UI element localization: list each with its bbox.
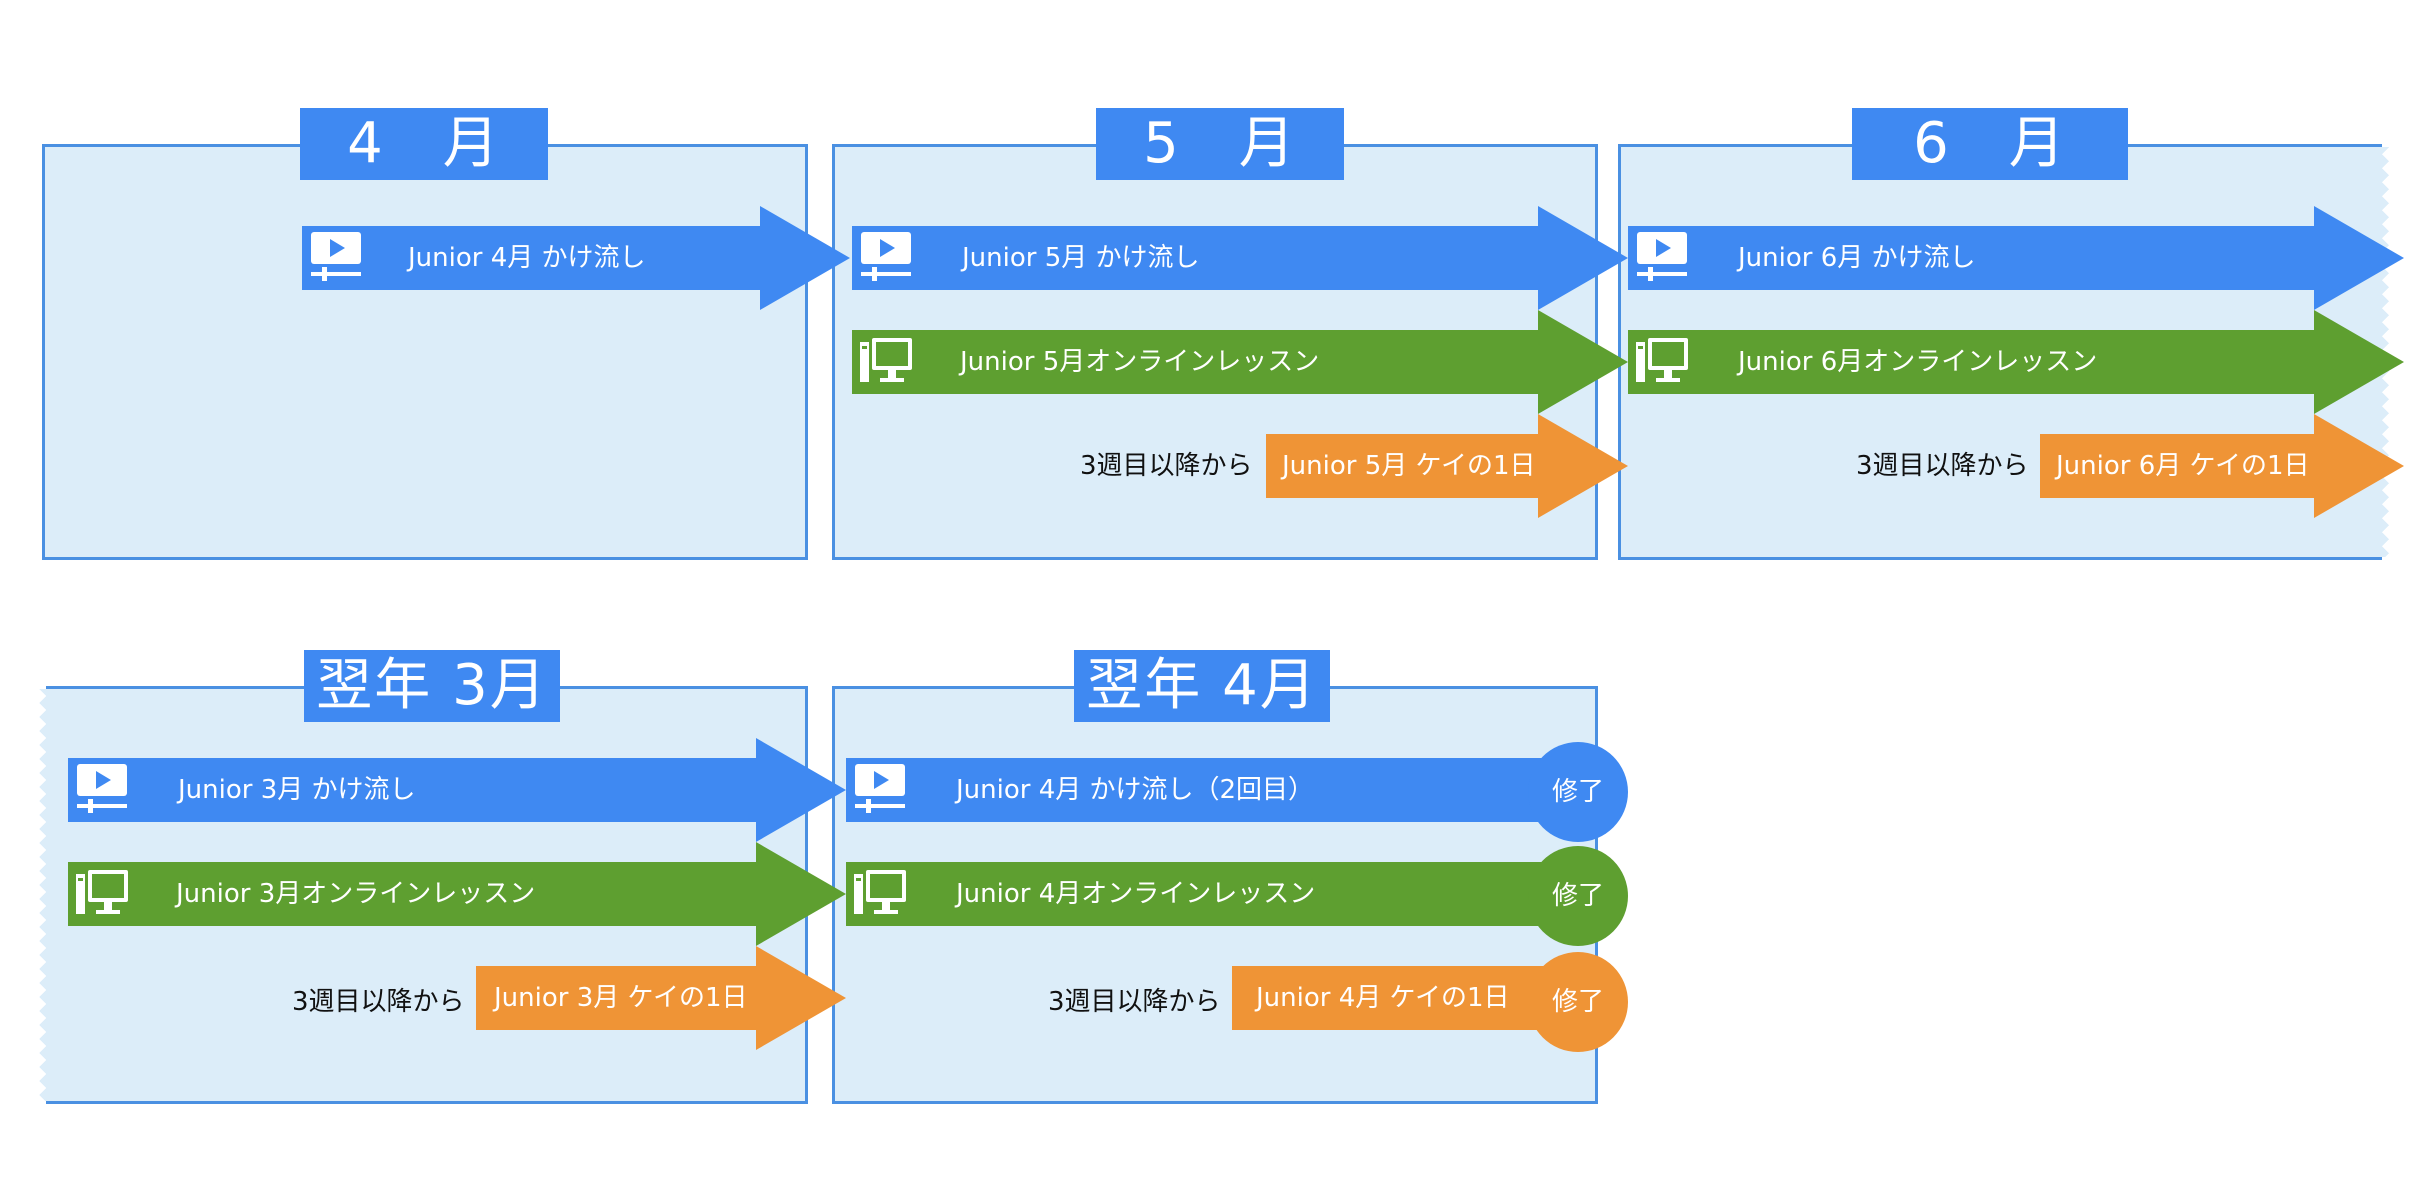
stream-label: Junior 6月 かけ流し [1738,243,1976,273]
stream-arrow-may: Junior 5月 かけ流し [852,206,1628,310]
online-arrow-next-april: Junior 4月オンラインレッスン [846,842,1566,946]
desktop-computer-icon [858,334,914,390]
completion-badge: 修了 [1528,846,1628,946]
stream-arrow-next-april: Junior 4月 かけ流し（2回目） [846,738,1566,842]
video-player-icon [308,230,364,286]
kei-arrow-june: Junior 6月 ケイの1日 [2040,414,2404,518]
video-player-icon [858,230,914,286]
stream-label: Junior 4月 かけ流し [408,243,646,273]
completion-badge: 修了 [1528,742,1628,842]
stream-arrow-june: Junior 6月 かけ流し [1628,206,2404,310]
week3-note: 3週目以降から [1080,451,1253,481]
desktop-computer-icon [74,866,130,922]
stream-label: Junior 5月 かけ流し [962,243,1200,273]
online-label: Junior 4月オンラインレッスン [956,879,1316,909]
kei-arrow-may: Junior 5月 ケイの1日 [1266,414,1628,518]
week3-note: 3週目以降から [1856,451,2029,481]
zigzag-edge [32,689,46,1101]
stream-arrow-next-march: Junior 3月 かけ流し [68,738,846,842]
kei-label: Junior 4月 ケイの1日 [1256,983,1510,1013]
video-player-icon [74,762,130,818]
stream-arrow-april: Junior 4月 かけ流し [302,206,850,310]
online-label: Junior 5月オンラインレッスン [960,347,1320,377]
kei-arrow-next-april: Junior 4月 ケイの1日 [1232,946,1566,1050]
video-player-icon [1634,230,1690,286]
desktop-computer-icon [852,866,908,922]
month-title-may: 5 月 [1096,108,1344,180]
panel-april [42,144,808,560]
online-label: Junior 3月オンラインレッスン [176,879,536,909]
online-arrow-may: Junior 5月オンラインレッスン [852,310,1628,414]
stream-label: Junior 3月 かけ流し [178,775,416,805]
kei-label: Junior 6月 ケイの1日 [2056,451,2310,481]
online-arrow-june: Junior 6月オンラインレッスン [1628,310,2404,414]
stream-label: Junior 4月 かけ流し（2回目） [956,775,1315,805]
video-player-icon [852,762,908,818]
month-title-june: 6 月 [1852,108,2128,180]
kei-label: Junior 5月 ケイの1日 [1282,451,1536,481]
month-title-next-march: 翌年 3月 [304,650,560,722]
week3-note: 3週目以降から [292,987,465,1017]
month-title-next-april: 翌年 4月 [1074,650,1330,722]
completion-badge: 修了 [1528,952,1628,1052]
online-label: Junior 6月オンラインレッスン [1738,347,2098,377]
kei-arrow-next-march: Junior 3月 ケイの1日 [476,946,846,1050]
month-title-april: 4 月 [300,108,548,180]
online-arrow-next-march: Junior 3月オンラインレッスン [68,842,846,946]
week3-note: 3週目以降から [1048,987,1221,1017]
desktop-computer-icon [1634,334,1690,390]
kei-label: Junior 3月 ケイの1日 [494,983,748,1013]
